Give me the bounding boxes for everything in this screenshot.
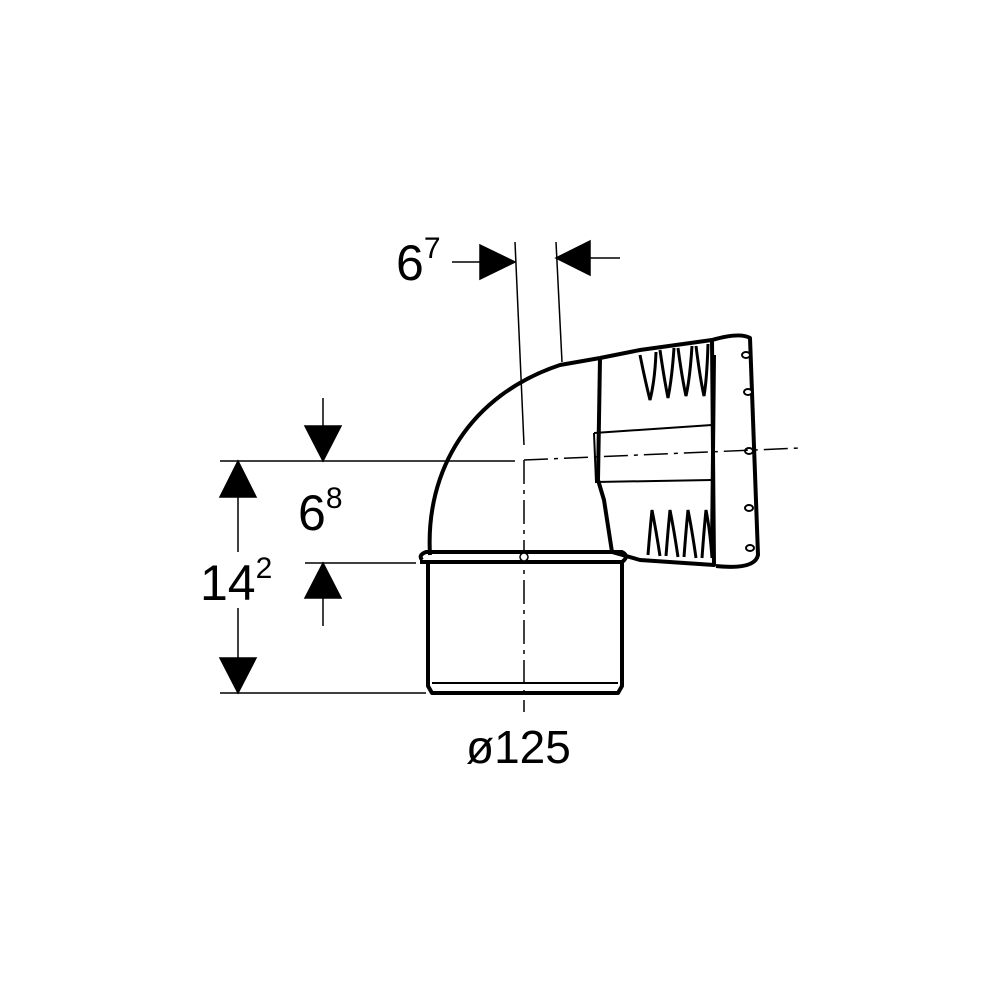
- extension-lines: [220, 241, 563, 694]
- dimension-value: 6: [396, 235, 424, 291]
- dimension-label-offset-center: 68: [298, 484, 343, 541]
- dimension-value: 6: [298, 485, 326, 541]
- dim-offset-top-arrows: [452, 239, 620, 281]
- adapter-ribs-bottom: [646, 509, 714, 559]
- adapter-ribs-top: [638, 343, 710, 401]
- dim-offset-center-arrows: [303, 398, 343, 626]
- dim-total-arrows: [218, 459, 258, 695]
- center-lines: [523, 447, 801, 712]
- ribbed-adapter: [599, 333, 760, 569]
- flange-holes: [741, 351, 755, 552]
- dimension-sup: 7: [423, 232, 441, 265]
- dimension-value: 14: [200, 555, 256, 611]
- elbow-body: [418, 356, 628, 695]
- adapter-core: [593, 424, 713, 484]
- dimension-sup: 2: [255, 552, 273, 585]
- dimension-label-diameter: ø125: [466, 721, 571, 773]
- dimension-label-offset-top: 67: [396, 234, 441, 291]
- dimension-sup: 8: [325, 482, 343, 515]
- center-marker: [519, 552, 529, 562]
- dimension-label-total-height: 142: [200, 554, 272, 611]
